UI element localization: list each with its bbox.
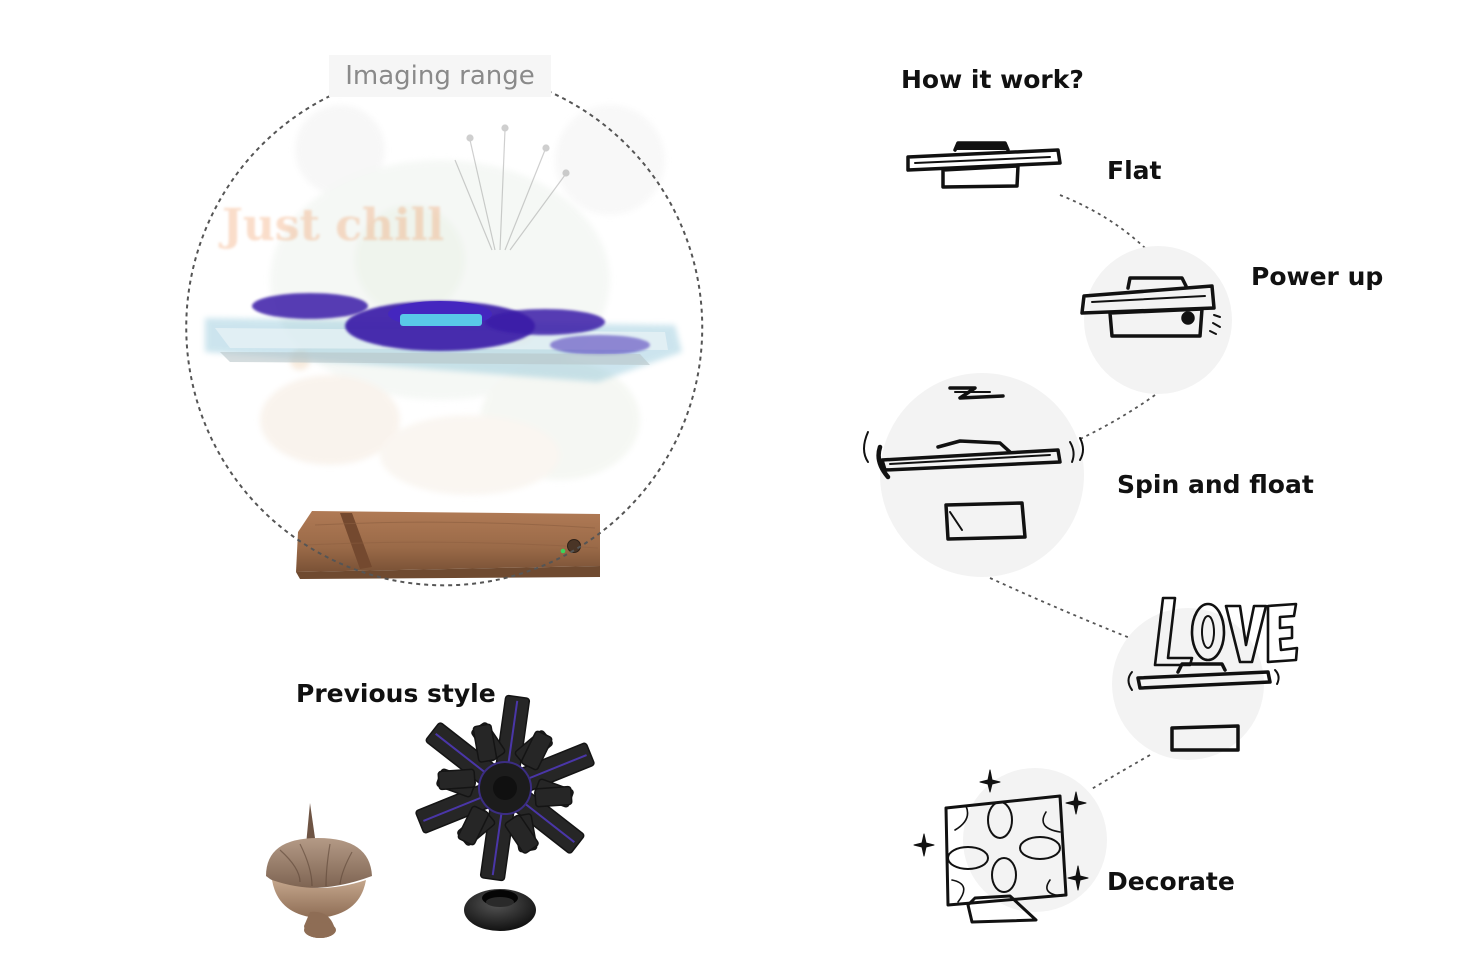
step-label-flat: Flat	[1107, 156, 1162, 185]
previous-style-title: Previous style	[296, 679, 496, 708]
hologram-projected-text: Just chill	[222, 200, 445, 251]
snowflake-top-icon	[403, 694, 607, 886]
hologram-scene	[185, 91, 704, 587]
spin-float-sketch-icon	[863, 386, 1084, 541]
step-bubble-love	[1112, 608, 1264, 760]
imaging-range-label: Imaging range	[329, 55, 551, 97]
acorn-top-icon	[266, 803, 372, 938]
how-it-works-title: How it work?	[901, 65, 1084, 94]
step-label-decorate: Decorate	[1107, 867, 1235, 896]
step-label-power-up: Power up	[1251, 262, 1384, 291]
previous-style-gallery	[266, 694, 607, 938]
how-it-works-diagram	[863, 141, 1299, 924]
step-bubble-spin-float	[880, 373, 1084, 577]
step-bubble-decorate	[963, 768, 1107, 912]
step-bubble-power-up	[1084, 246, 1232, 394]
step-connectors	[989, 194, 1156, 791]
imaging-range-circle	[185, 91, 704, 587]
plant-stems-icon	[454, 124, 570, 251]
love-hologram-sketch-icon	[1127, 596, 1299, 752]
wooden-base	[296, 511, 600, 579]
step-label-spin-float: Spin and float	[1117, 470, 1314, 499]
power-up-sketch-icon	[1080, 276, 1221, 338]
black-ring-base-icon	[464, 889, 536, 931]
flat-top-sketch-icon	[906, 141, 1062, 189]
decorate-sketch-icon	[913, 769, 1089, 924]
spinning-top-disc	[205, 293, 682, 382]
